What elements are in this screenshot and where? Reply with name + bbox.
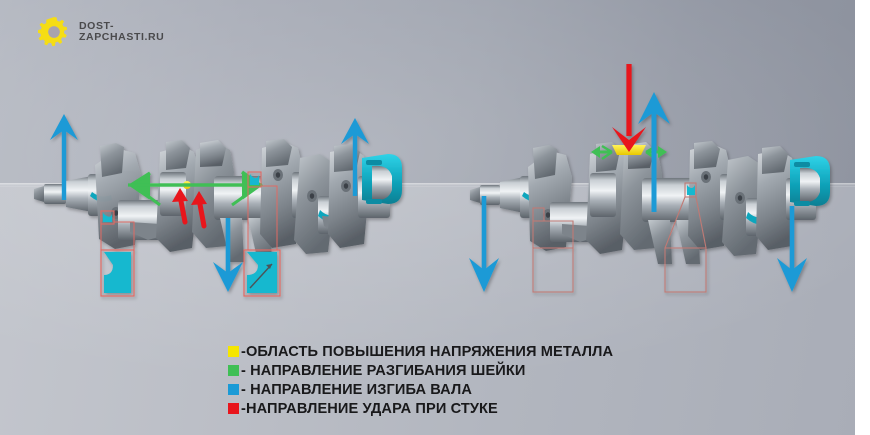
legend-item-bending: - НАПРАВЛЕНИЕ ИЗГИБА ВАЛА	[228, 380, 613, 399]
legend-item-stress: -ОБЛАСТЬ ПОВЫШЕНИЯ НАПРЯЖЕНИЯ МЕТАЛЛА	[228, 342, 613, 361]
green-arrow-left-2	[591, 144, 613, 160]
callout-box-rear-right	[664, 182, 707, 293]
legend-label-stress: -ОБЛАСТЬ ПОВЫШЕНИЯ НАПРЯЖЕНИЯ МЕТАЛЛА	[241, 343, 614, 360]
crankshaft-diagram-left	[34, 114, 402, 297]
logo-text: DOST- ZAPCHASTI.RU	[79, 19, 165, 44]
logo-line-1: DOST-	[79, 19, 115, 32]
blue-arrow-down-front	[469, 196, 499, 292]
blue-arrow-up-center	[638, 92, 670, 212]
blue-arrow-down-rear	[777, 206, 807, 292]
red-arrow-down-impact	[612, 64, 646, 152]
legend-item-unbending: - НАПРАВЛЕНИЕ РАЗГИБАНИЯ ШЕЙКИ	[228, 361, 613, 380]
crankshaft-diagram-right	[469, 64, 830, 293]
flange-left	[362, 154, 402, 204]
red-arrow-up-a	[172, 188, 188, 225]
legend-swatch-blue	[228, 384, 239, 395]
blue-arrow-down-center	[213, 218, 243, 292]
blue-arrow-up-front	[50, 114, 78, 200]
gear-icon	[37, 16, 70, 48]
logo-line-2: ZAPCHASTI.RU	[79, 31, 165, 43]
legend-label-bending: - НАПРАВЛЕНИЕ ИЗГИБА ВАЛА	[241, 381, 472, 398]
callout-box-front-right	[532, 207, 574, 293]
flange-right	[790, 156, 830, 206]
right-white-margin	[855, 0, 870, 435]
callout-detail-crack-left	[243, 171, 281, 297]
red-arrow-up-b	[191, 191, 207, 229]
legend-swatch-green	[228, 365, 239, 376]
legend-label-impact: -НАПРАВЛЕНИЕ УДАРА ПРИ СТУКЕ	[241, 400, 498, 417]
site-logo[interactable]: DOST- ZAPCHASTI.RU	[37, 16, 165, 48]
crankshaft-body-right	[470, 141, 830, 264]
callout-highlight-chip	[687, 185, 695, 195]
callout-detail-fillet-left	[100, 210, 135, 297]
crankshaft-body-left	[34, 139, 402, 262]
green-arrow-diag-a	[132, 183, 261, 207]
legend-swatch-yellow	[228, 346, 239, 357]
background-horizon-line	[0, 183, 855, 187]
legend-item-impact: -НАПРАВЛЕНИЕ УДАРА ПРИ СТУКЕ	[228, 399, 613, 418]
legend-label-unbending: - НАПРАВЛЕНИЕ РАЗГИБАНИЯ ШЕЙКИ	[241, 362, 526, 379]
legend-swatch-red	[228, 403, 239, 414]
blue-arrow-up-rear	[341, 118, 369, 196]
legend: -ОБЛАСТЬ ПОВЫШЕНИЯ НАПРЯЖЕНИЯ МЕТАЛЛА - …	[228, 342, 613, 418]
